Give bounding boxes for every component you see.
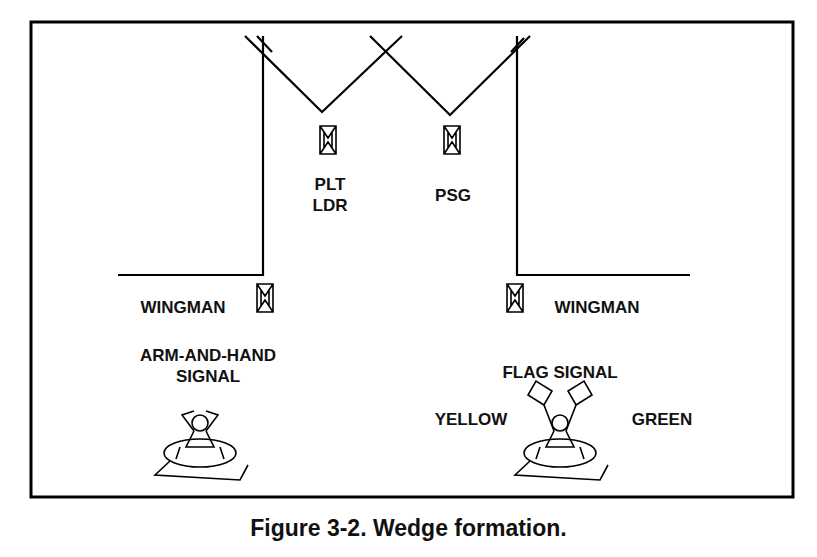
flag-signal-figure [515, 381, 608, 480]
figure-border [31, 22, 793, 497]
vehicle-icon [257, 284, 273, 312]
label: FLAG SIGNAL [480, 362, 640, 383]
label: WINGMAN [542, 297, 652, 318]
soldier-illustrations [155, 381, 608, 480]
label: YELLOW [426, 409, 516, 430]
vehicle-icons [257, 126, 523, 312]
label: PLT LDR [300, 174, 360, 217]
arm-hand-signal-figure [155, 411, 248, 480]
figure-caption: Figure 3-2. Wedge formation. [0, 514, 817, 543]
vehicle-icon [444, 126, 460, 154]
vehicle-icon [507, 284, 523, 312]
label: ARM-AND-HAND SIGNAL [118, 345, 298, 388]
label: WINGMAN [128, 297, 238, 318]
label: GREEN [622, 409, 702, 430]
label: PSG [426, 185, 480, 206]
vehicle-icon [320, 126, 336, 154]
sector-lines [118, 36, 690, 275]
